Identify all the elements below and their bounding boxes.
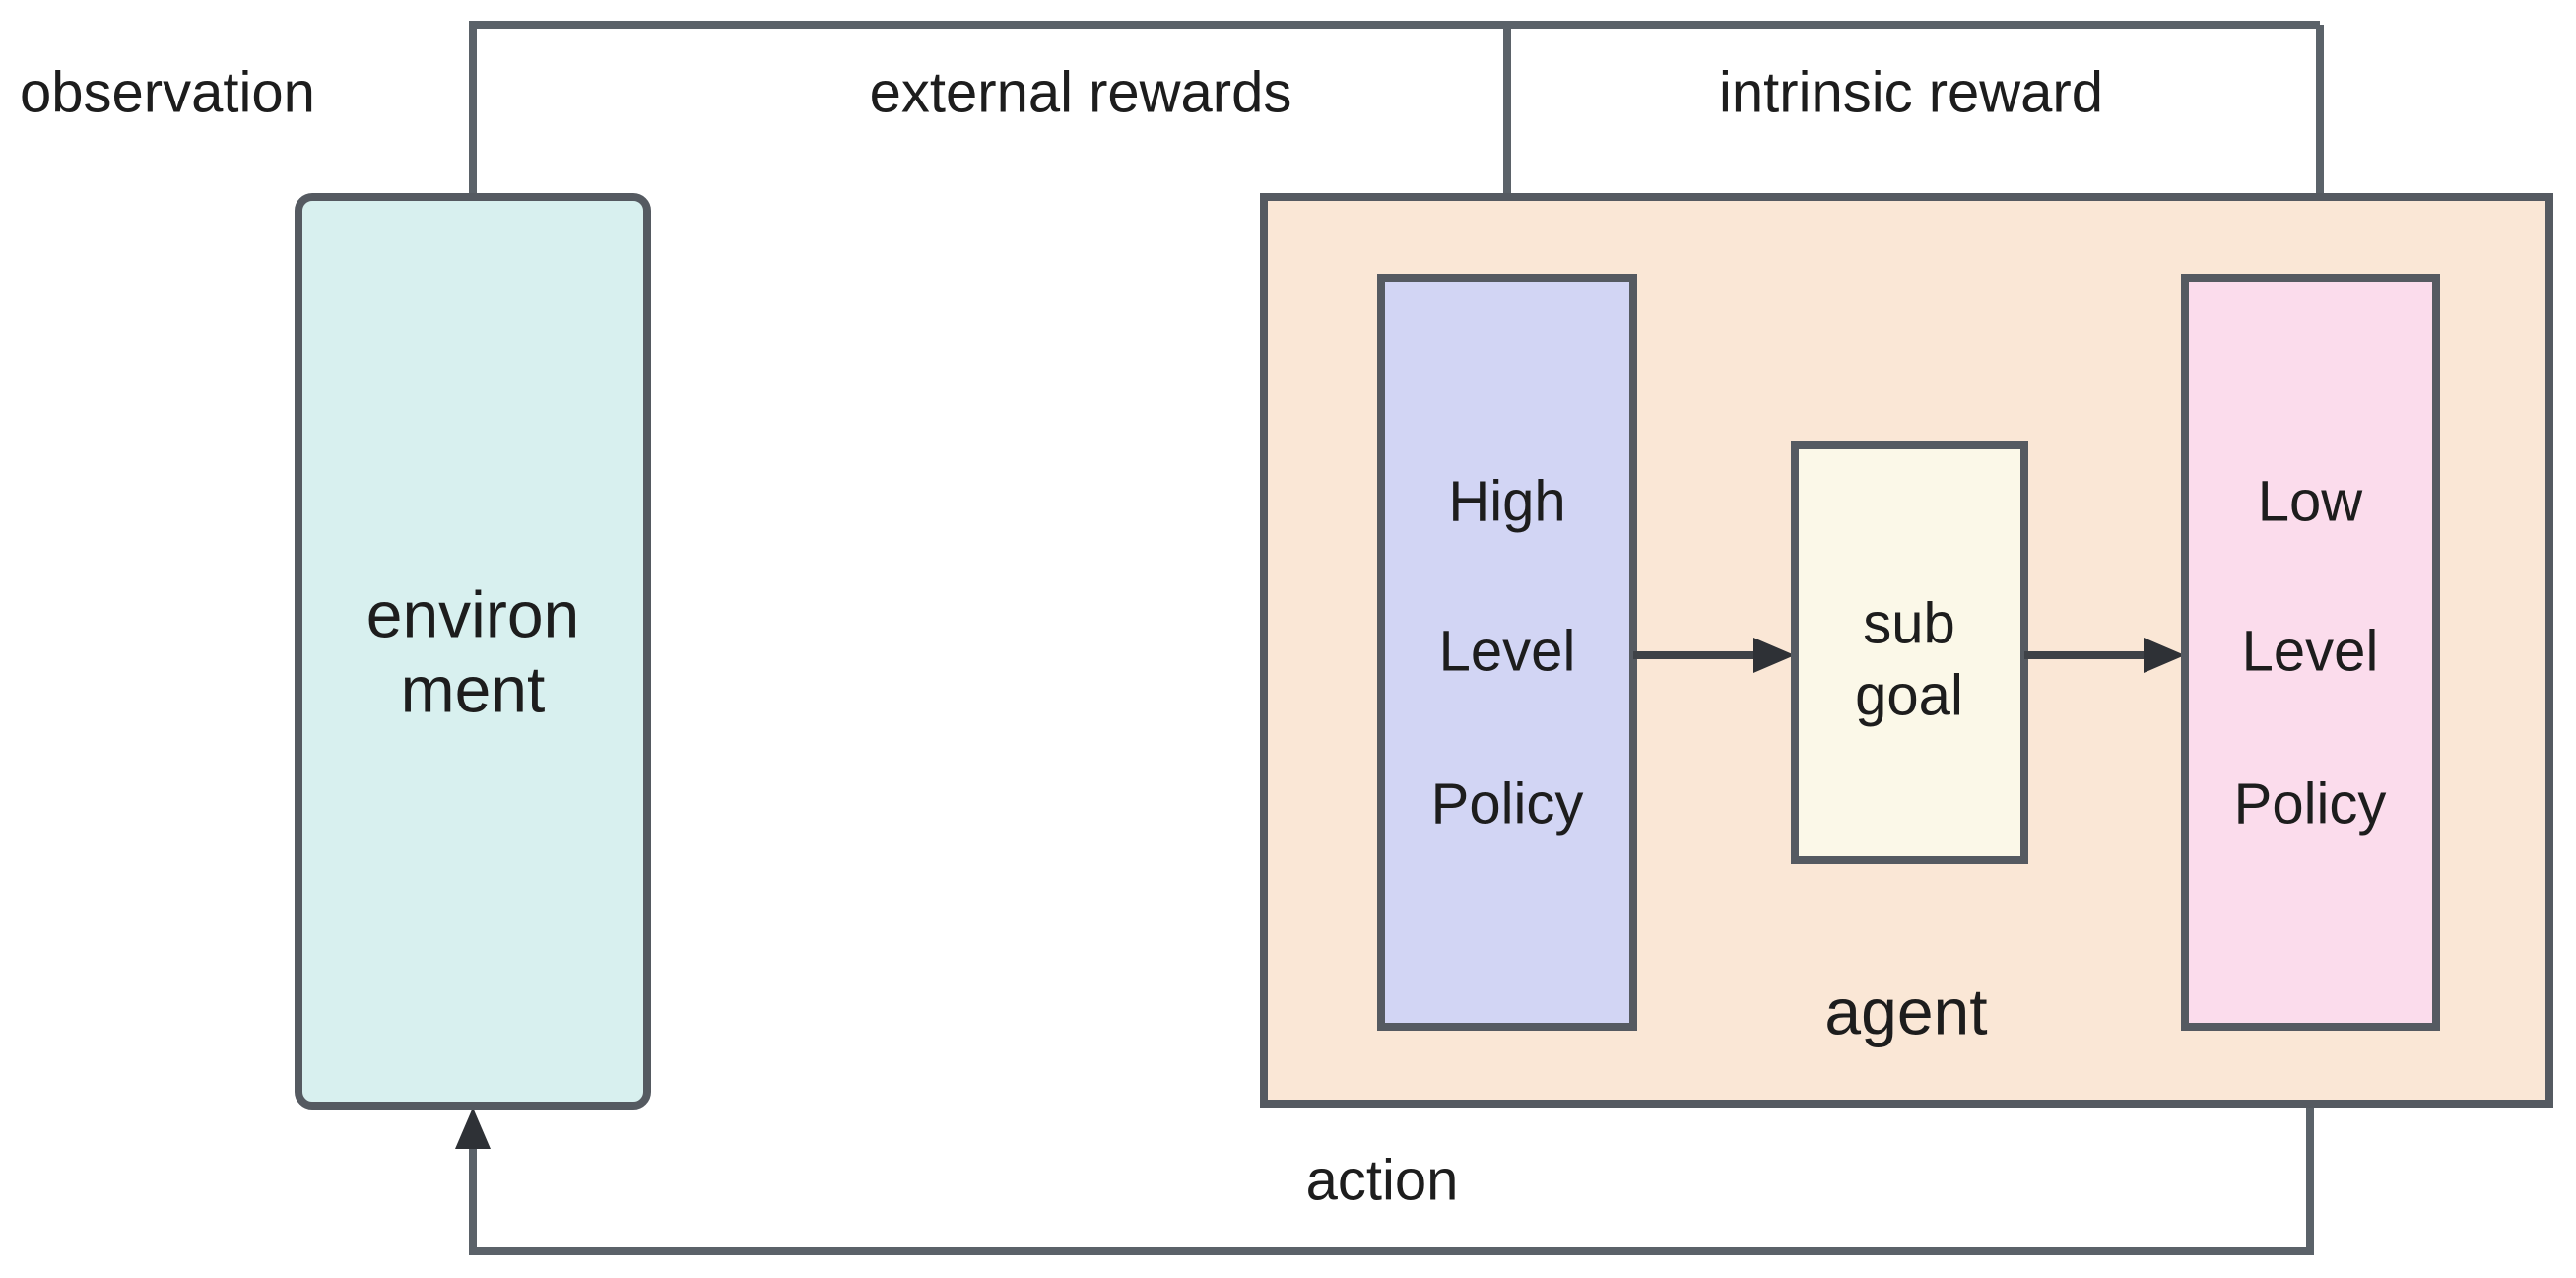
low-level-policy-node[interactable]: [2181, 274, 2440, 1031]
low-level-policy-label-line3: Policy: [2234, 772, 2387, 836]
high-level-policy-label-line1: High: [1448, 469, 1565, 533]
environment-node[interactable]: [295, 193, 651, 1110]
low-level-policy-label-line1: Low: [2258, 469, 2364, 533]
agent-label: agent: [1824, 975, 1987, 1047]
environment-label-line2: ment: [401, 652, 546, 725]
high-level-policy-label-line3: Policy: [1431, 772, 1584, 836]
action-label: action: [1306, 1148, 1459, 1212]
intrinsic-reward-label: intrinsic reward: [1719, 60, 2103, 124]
low-level-policy-label-line2: Level: [2242, 619, 2379, 683]
observation-connector: [469, 21, 2320, 197]
external-rewards-label: external rewards: [870, 60, 1292, 124]
subgoal-to-low-policy-arrowhead: [2144, 638, 2185, 673]
sub-goal-label-line2: goal: [1855, 663, 1963, 727]
observation-label: observation: [20, 60, 315, 124]
high-level-policy-label-line2: Level: [1439, 619, 1576, 683]
environment-label-line1: environ: [366, 577, 579, 650]
action-arrowhead: [455, 1108, 491, 1149]
sub-goal-label-line1: sub: [1863, 591, 1955, 655]
high-policy-to-subgoal-arrowhead: [1753, 638, 1795, 673]
action-connector: [469, 1027, 2314, 1255]
